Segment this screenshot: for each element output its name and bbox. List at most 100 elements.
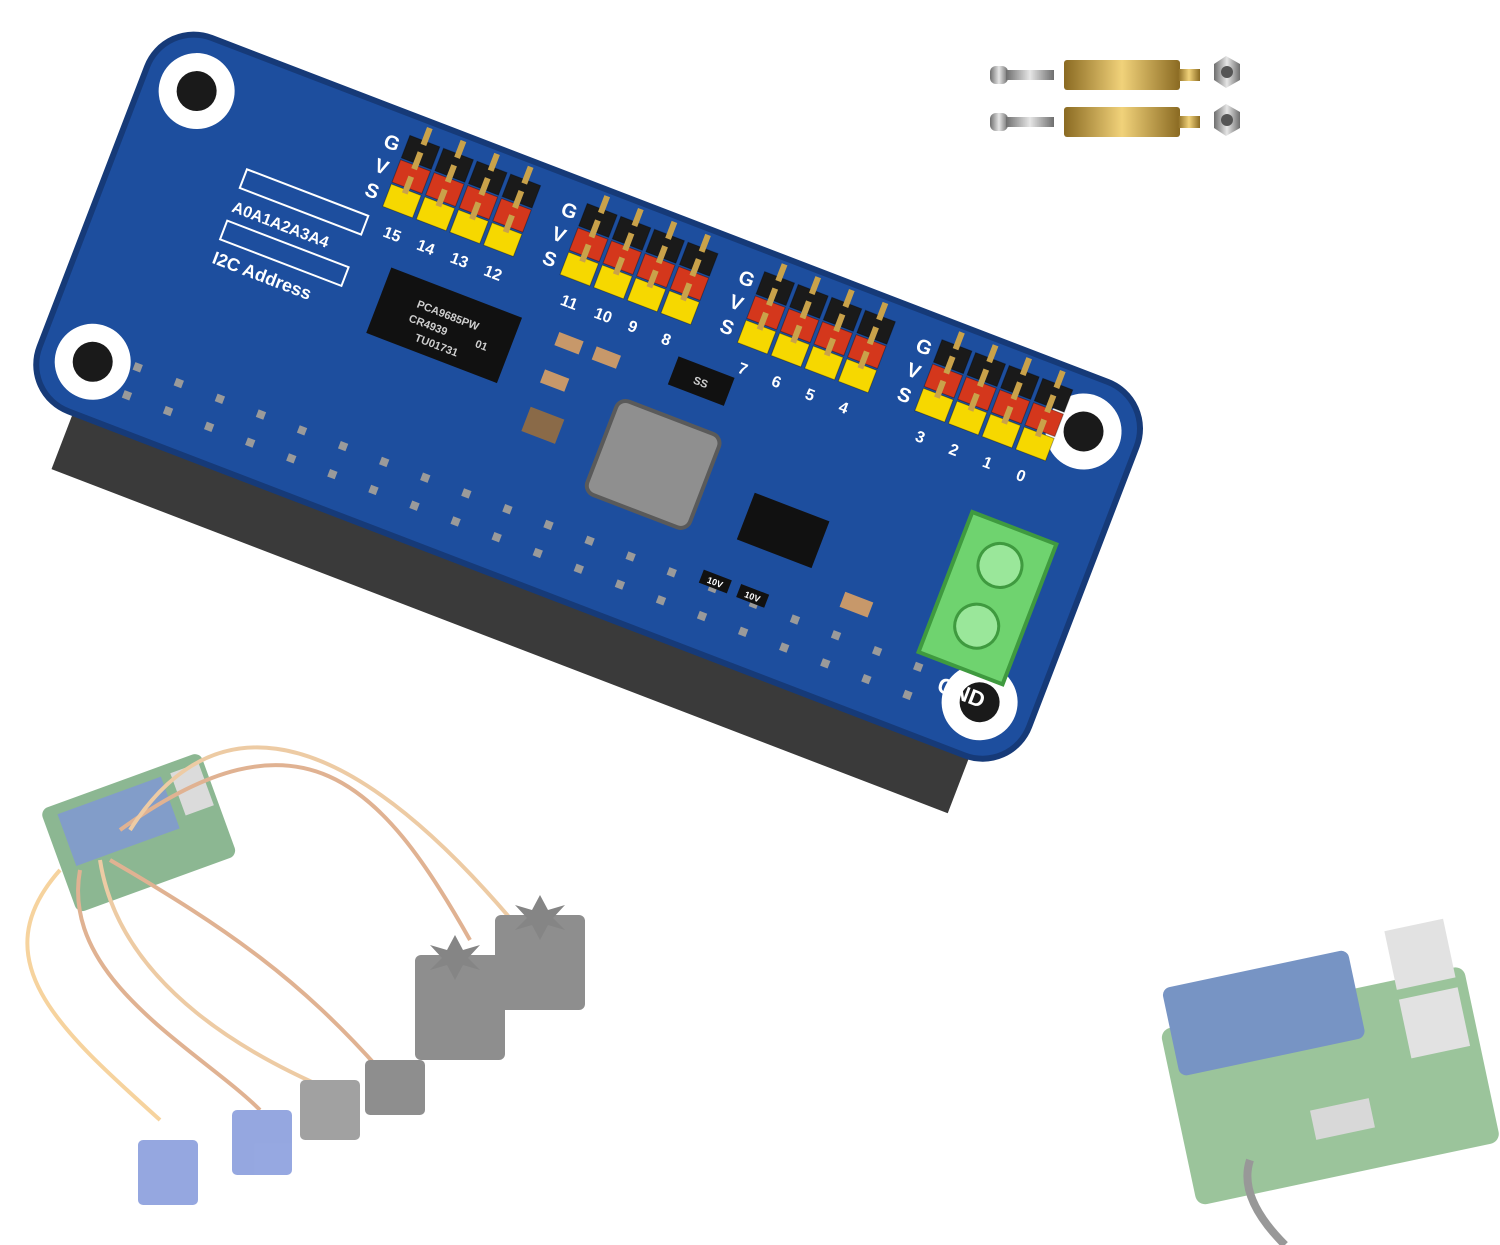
servo-header-pin-tip xyxy=(420,127,433,146)
servo-header-pin-tip xyxy=(1019,357,1033,377)
gpio-pin xyxy=(655,595,667,606)
servo-header-pin-tip xyxy=(631,208,644,227)
row-letter-g: G xyxy=(380,130,402,156)
gpio-pin xyxy=(327,468,338,480)
screw-icon xyxy=(990,66,1054,131)
gpio-pin xyxy=(737,626,749,637)
gpio-pin xyxy=(379,456,390,468)
servo-header-pin-tip xyxy=(512,189,525,209)
servo-header-pin-tip xyxy=(1044,394,1057,414)
servo-header-pin-tip xyxy=(799,300,812,320)
gpio-pin xyxy=(132,362,143,373)
servo-header-pin-tip xyxy=(876,301,889,321)
gpio-pin xyxy=(173,377,184,389)
servo-wiring-example xyxy=(25,745,585,1205)
gpio-pin xyxy=(871,645,883,657)
servo-header-pin-tip xyxy=(943,355,956,375)
gpio-pin xyxy=(296,425,308,436)
servo-header-pin-tip xyxy=(655,245,668,265)
servo-header-pin-tip xyxy=(597,195,611,215)
servo-header-pin-tip xyxy=(469,201,482,221)
servo-header-pin-tip xyxy=(790,324,803,344)
gpio-pin xyxy=(666,567,677,578)
servo-header-pin-tip xyxy=(808,276,822,296)
smd-components: 10V 10V xyxy=(521,332,874,618)
gpio-pin xyxy=(902,689,913,701)
servo-header-pin-tip xyxy=(502,214,515,234)
gpio-pin xyxy=(245,437,256,448)
gpio-pin xyxy=(502,504,513,515)
channel-label: 10 xyxy=(592,305,615,327)
servo-header-pin-tip xyxy=(977,368,990,388)
raspberry-pi-icon xyxy=(42,754,236,912)
row-letter-g: G xyxy=(913,335,935,361)
servo-header-pin-tip xyxy=(401,175,415,195)
gpio-pin xyxy=(255,409,267,420)
servo-header-pin-tip xyxy=(1034,418,1047,438)
gpio-pin xyxy=(450,516,461,527)
servo-header-pin-tip xyxy=(823,337,836,357)
diode-label: SS xyxy=(691,375,709,391)
gpio-pin xyxy=(162,405,174,417)
gpio-pin-header xyxy=(121,362,924,701)
gpio-pin xyxy=(286,453,297,464)
channel-label: 12 xyxy=(481,263,504,285)
servo-header-pin-tip xyxy=(680,282,693,302)
servo-header-pin-tip xyxy=(588,219,601,239)
gpio-pin xyxy=(820,658,831,669)
gpio-pin xyxy=(337,440,349,452)
gpio-pin xyxy=(696,610,708,622)
gpio-pin xyxy=(203,421,215,433)
gpio-pin xyxy=(491,532,502,543)
gpio-pin xyxy=(614,579,626,590)
servo-header-pin-tip xyxy=(665,220,678,240)
servo-header-pin-tip xyxy=(698,233,711,253)
gpio-pin xyxy=(625,551,636,562)
servo-header-pin-tip xyxy=(986,344,999,364)
row-letter-g: G xyxy=(735,267,757,293)
servo-header-pin-tip xyxy=(952,331,965,351)
gpio-pin xyxy=(913,661,924,673)
gpio-pin xyxy=(830,630,842,641)
servo-header-pin-tip xyxy=(411,151,424,171)
gpio-pin xyxy=(461,488,472,499)
gpio-pin xyxy=(573,563,584,574)
chip-marking-4: 01 xyxy=(473,338,489,354)
accessories xyxy=(990,56,1240,137)
servo-header-pin-tip xyxy=(487,152,500,172)
servo-header-pin-tip xyxy=(756,311,769,331)
servo-header-pin-tip xyxy=(1053,369,1066,389)
servo-header-pin-tip xyxy=(622,232,635,252)
servo-header-pin-tip xyxy=(1001,405,1014,425)
servo-header-pin-tip xyxy=(866,326,879,346)
pca9685-chip: PCA9685PW CR4939 01 TU01731 xyxy=(366,267,523,384)
servo-header-pin-tip xyxy=(934,379,947,399)
channel-label: 15 xyxy=(381,224,404,246)
diode: SS xyxy=(667,356,735,406)
inductor xyxy=(584,398,722,530)
servo-header-pin-tip xyxy=(521,165,534,185)
servo-icon xyxy=(138,895,585,1205)
gpio-pin xyxy=(584,535,595,546)
servo-header-pin-tip xyxy=(833,313,846,333)
servo-header-pin-tip xyxy=(1010,381,1023,401)
gpio-pin xyxy=(779,642,790,653)
servo-header-pin-tip xyxy=(478,177,491,197)
servo-header-pin-tip xyxy=(454,139,467,159)
assembled-example xyxy=(1161,918,1499,1245)
servo-header-pin-tip xyxy=(612,256,626,276)
servo-header-pin-tip xyxy=(435,188,448,208)
servo-header-pin-tip xyxy=(579,243,592,263)
standoff-icon xyxy=(1064,60,1200,137)
servo-header-pin-tip xyxy=(967,392,980,412)
gpio-pin xyxy=(409,500,420,511)
channel-label: 14 xyxy=(414,237,437,259)
raspberry-pi-icon xyxy=(1161,918,1499,1205)
gpio-pin xyxy=(543,519,554,531)
servo-header-pin-tip xyxy=(444,164,457,184)
servo-header-pin-tip xyxy=(646,269,659,289)
gpio-pin xyxy=(121,390,133,401)
